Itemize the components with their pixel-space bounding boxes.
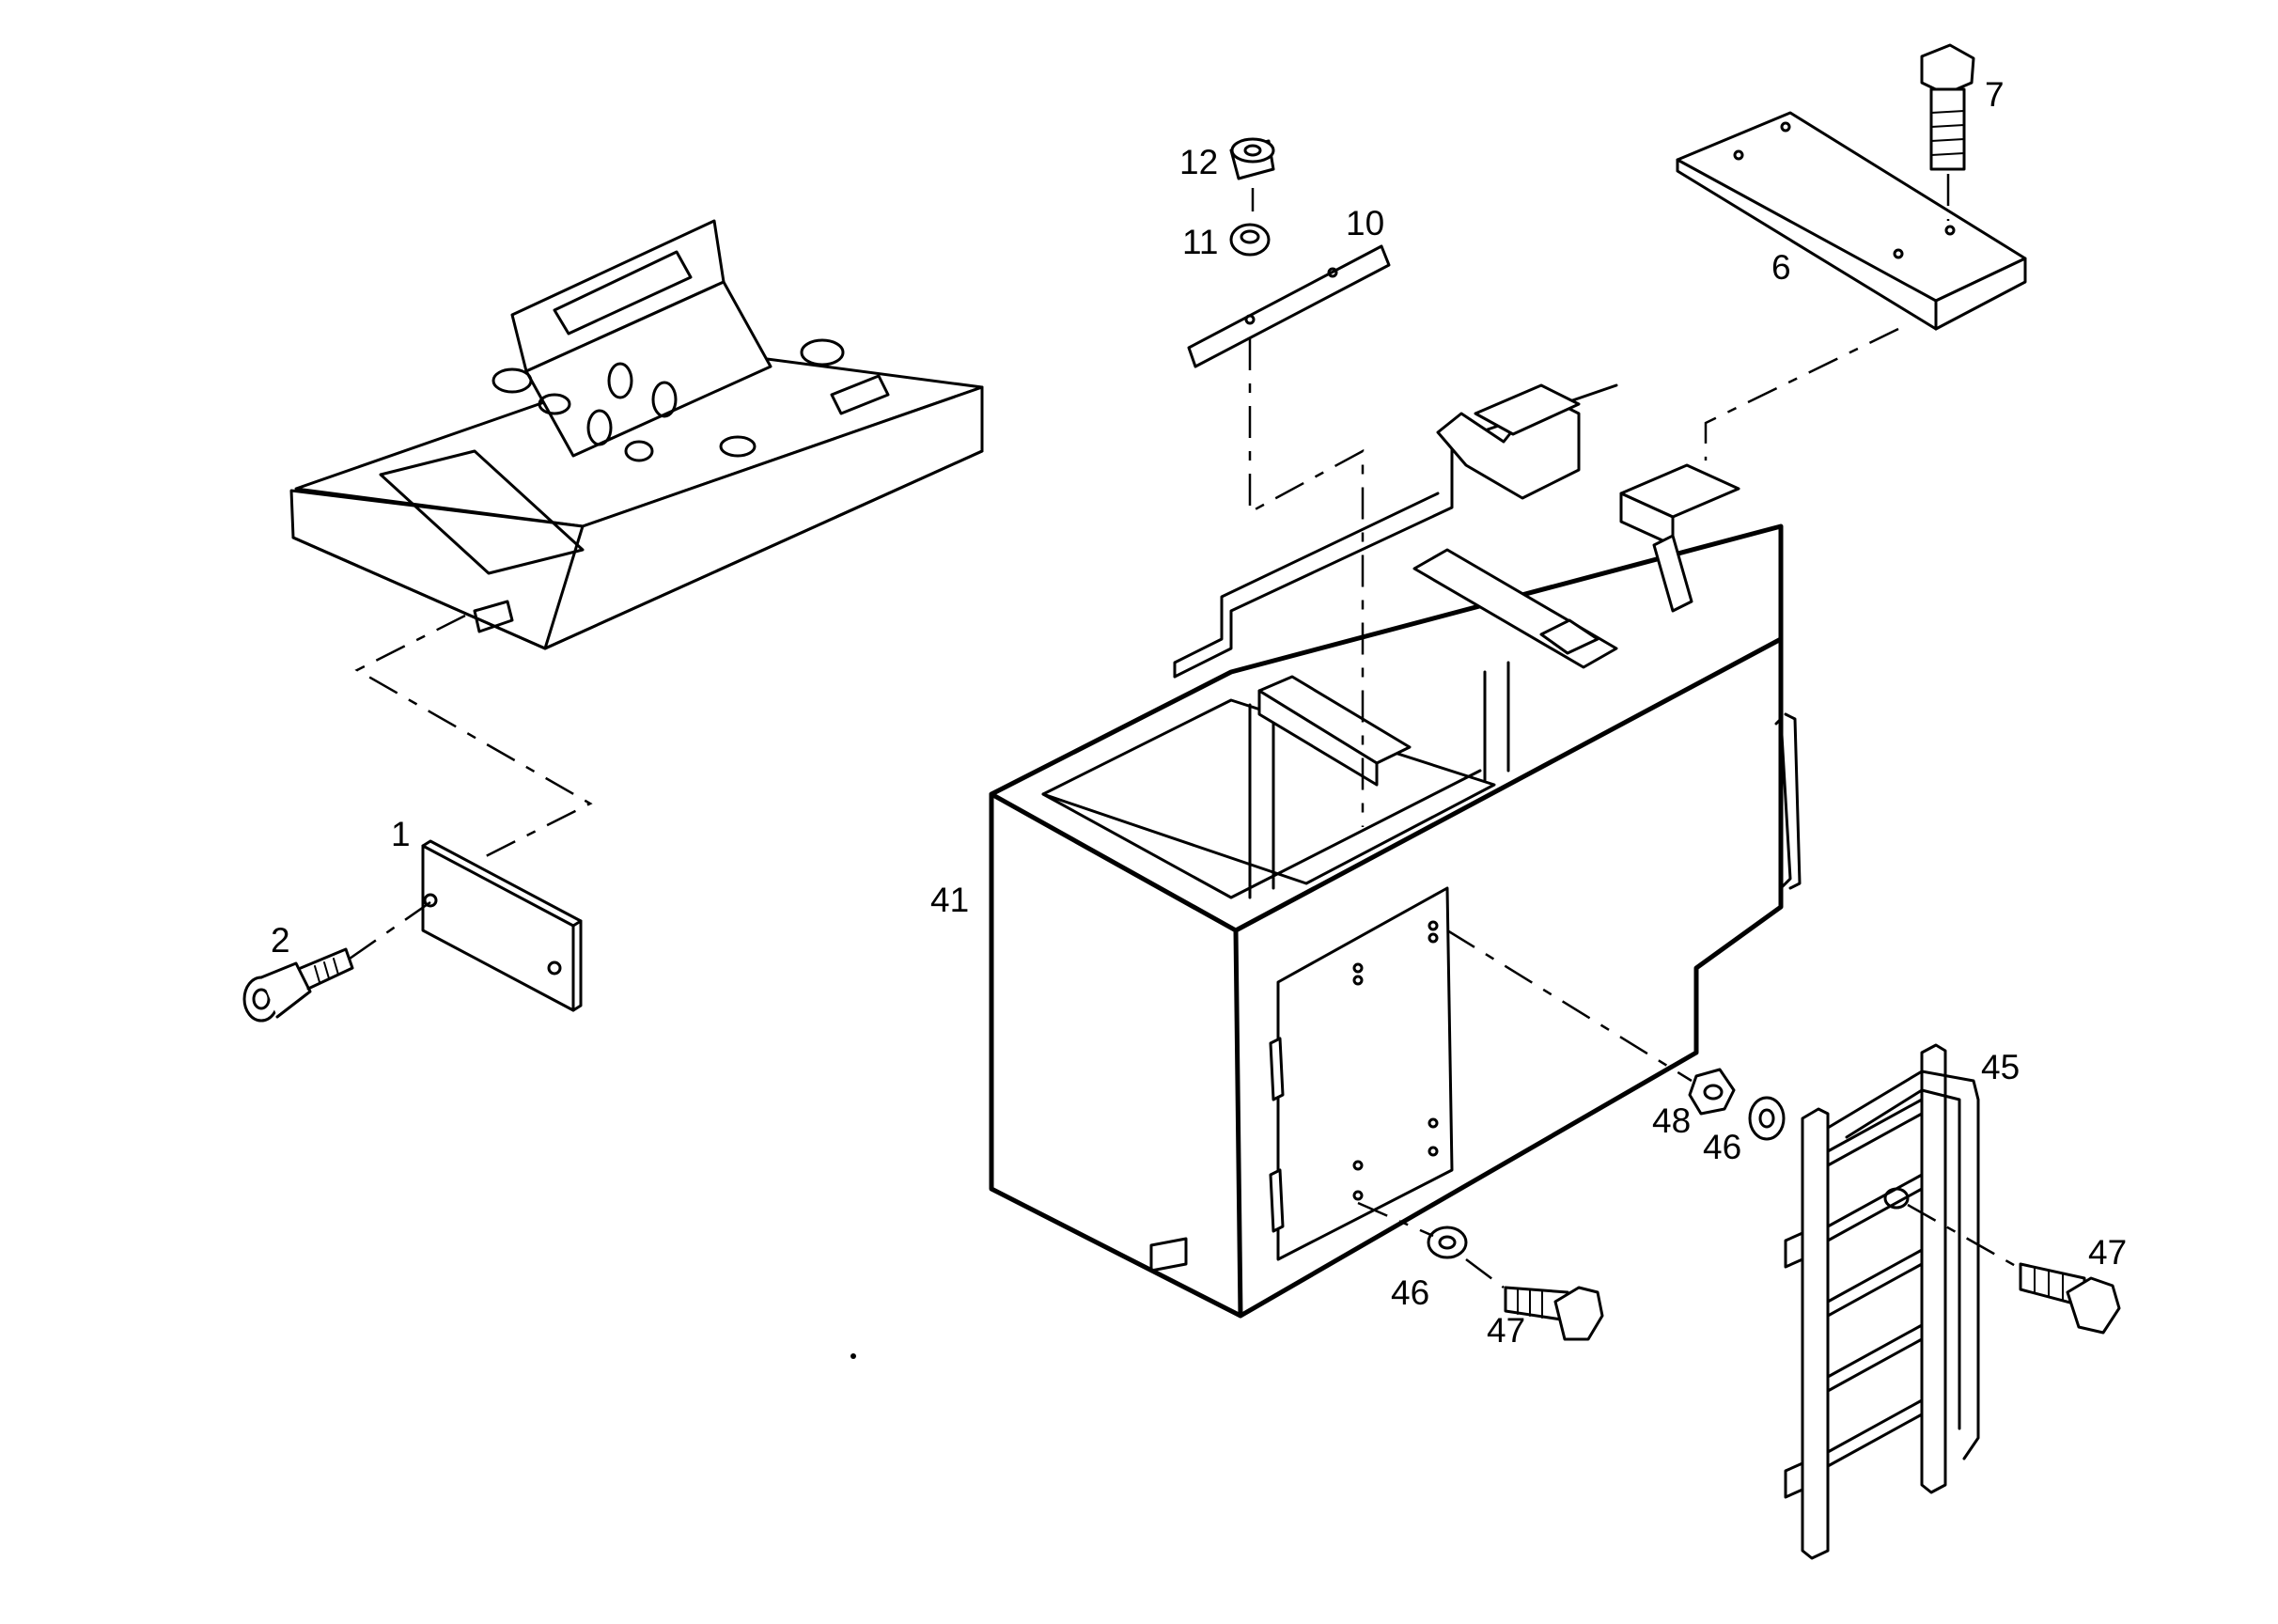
top-cover-panel <box>289 219 984 650</box>
hex-bolt-part-47-left <box>1504 1286 1604 1341</box>
callout-2: 2 <box>271 921 290 960</box>
leader-cover-to-plate <box>354 614 593 859</box>
leader-cabinet-to-nut <box>1446 929 1693 1083</box>
callout-6: 6 <box>1771 248 1791 287</box>
strap-part-10 <box>1187 244 1391 368</box>
callout-10: 10 <box>1346 204 1384 242</box>
leader-bracket-to-cabinet <box>1704 327 1899 461</box>
callout-47-left: 47 <box>1487 1311 1525 1350</box>
hex-bolt-part-47-right <box>2019 1262 2121 1335</box>
leader-screw-to-plate <box>349 900 431 960</box>
leader-strap-to-cabinet <box>1248 338 1365 827</box>
leader-cabinet-to-washer <box>1357 1201 1434 1238</box>
nut-part-48 <box>1688 1068 1736 1116</box>
callout-41: 41 <box>930 881 969 919</box>
callout-12: 12 <box>1179 143 1218 181</box>
leader-washer-to-bolt <box>1465 1258 1505 1288</box>
washer-part-11 <box>1229 223 1271 257</box>
callout-45: 45 <box>1981 1048 2020 1086</box>
socket-screw-part-2 <box>242 947 354 1023</box>
callout-47-right: 47 <box>2088 1233 2127 1272</box>
callout-46-left: 46 <box>1391 1273 1429 1312</box>
callout-7: 7 <box>1985 75 2005 114</box>
leader-ladder-to-bolt <box>1907 1203 2021 1271</box>
callout-11: 11 <box>1182 223 1218 261</box>
cover-plate-part-1 <box>421 839 583 1012</box>
callout-46-right: 46 <box>1703 1128 1741 1166</box>
callout-1: 1 <box>391 815 411 853</box>
ladder-part-45 <box>1784 1043 1980 1560</box>
washer-part-46-right <box>1748 1096 1786 1141</box>
bracket-plate-part-6 <box>1676 111 2027 331</box>
hex-bolt-part-7 <box>1920 43 1975 171</box>
washer-part-46-left <box>1427 1226 1468 1259</box>
callout-48: 48 <box>1652 1101 1691 1140</box>
nut-part-12 <box>1229 137 1275 180</box>
stray-dot <box>850 1353 856 1359</box>
cabinet-part-41 <box>989 383 1802 1319</box>
